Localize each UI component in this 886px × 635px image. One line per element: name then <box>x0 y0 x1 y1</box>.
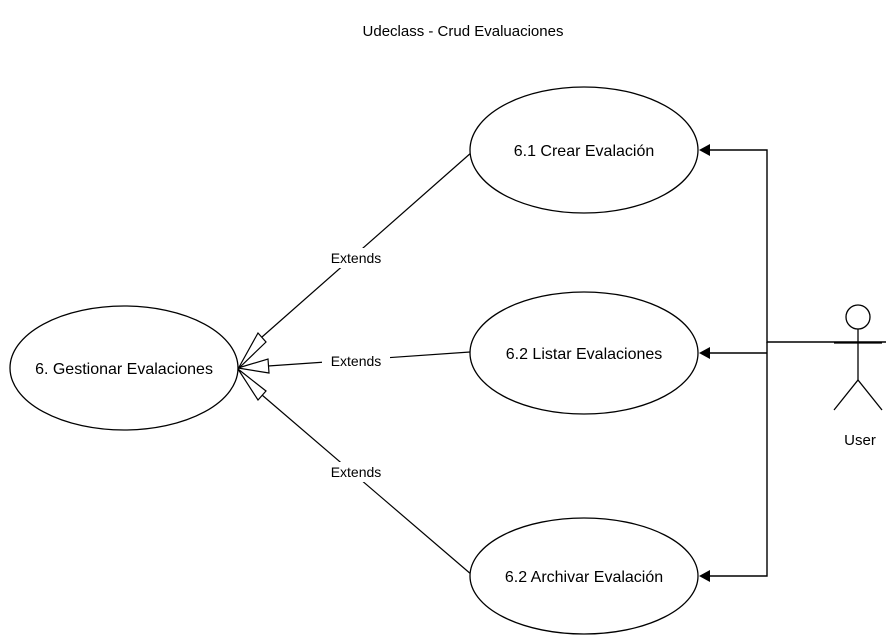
extend-label-listar: Extends <box>331 353 382 369</box>
use-case-crear-label: 6.1 Crear Evalación <box>514 143 655 160</box>
use-case-gestionar-label: 6. Gestionar Evalaciones <box>35 361 213 378</box>
extend-arrowhead-archivar <box>237 368 267 401</box>
use-case-listar-label: 6.2 Listar Evalaciones <box>506 346 663 363</box>
actor-association-crear <box>708 149 886 343</box>
use-case-listar[interactable] <box>469 291 699 415</box>
extend-label-bg-crear <box>322 248 390 268</box>
diagram-title: Udeclass - Crud Evaluaciones <box>363 23 564 40</box>
extend-label-bg-listar <box>322 351 390 371</box>
extend-line-archivar <box>261 394 473 576</box>
extend-arrowhead-crear <box>237 331 267 370</box>
use-case-crear[interactable] <box>469 86 699 214</box>
arrowhead-archivar <box>699 570 710 582</box>
extend-label-archivar: Extends <box>331 464 382 480</box>
arrowhead-listar <box>699 347 710 359</box>
extend-line-crear <box>261 151 473 338</box>
extend-label-bg-archivar <box>322 462 390 482</box>
actor-user-icon[interactable] <box>833 304 883 411</box>
extend-arrowhead-listar <box>237 358 270 374</box>
actor-association-archivar <box>708 342 768 577</box>
actor-user-label: User <box>844 432 876 449</box>
use-case-archivar-label: 6.2 Archivar Evalación <box>505 569 663 586</box>
use-case-gestionar[interactable] <box>9 305 239 431</box>
use-case-archivar[interactable] <box>469 517 699 635</box>
extend-label-crear: Extends <box>331 250 382 266</box>
arrowhead-crear <box>699 144 710 156</box>
